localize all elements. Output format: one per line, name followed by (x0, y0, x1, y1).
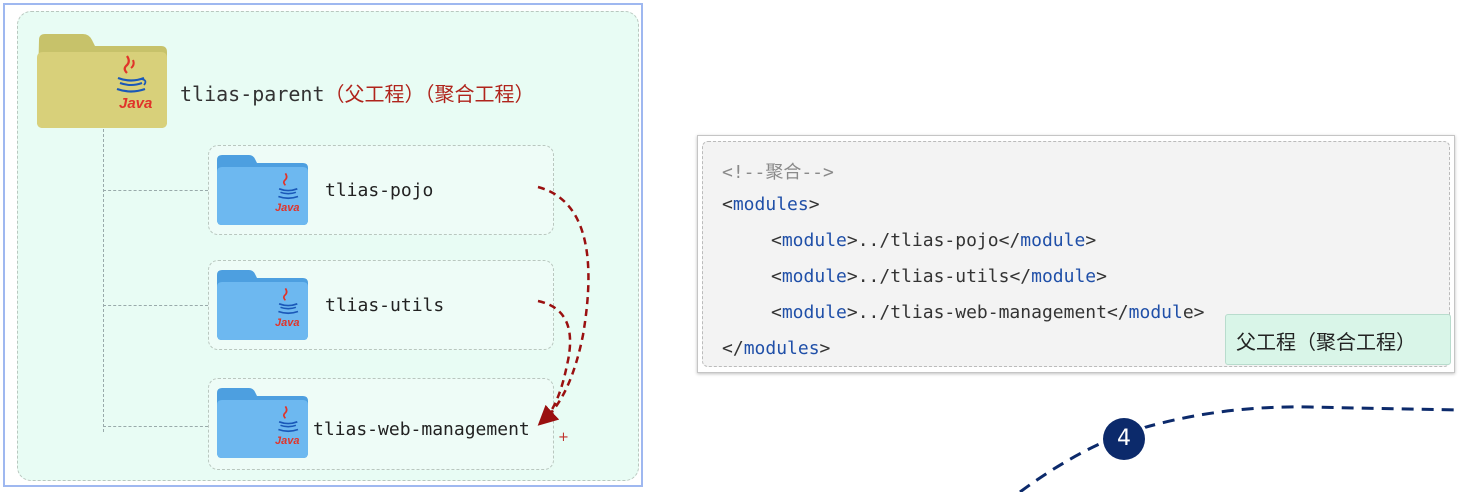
java-folder-icon-blue: Java (217, 270, 308, 340)
parent-module-name: tlias-parent (180, 82, 325, 106)
module-tree-panel: Java tlias-parent（父工程）（聚合工程） Java (3, 3, 643, 487)
parent-module-label: tlias-parent（父工程）（聚合工程） (180, 78, 535, 107)
code-line-module-pojo: <module>../tlias-pojo</module> (771, 230, 1097, 251)
java-icon-label: Java (275, 202, 299, 214)
module-name-utils: tlias-utils (325, 295, 445, 316)
code-line-module-web: <module>../tlias-web-management</module> (771, 302, 1205, 323)
module-name-pojo: tlias-pojo (325, 180, 434, 201)
java-icon-label: Java (275, 435, 299, 447)
java-icon-label: Java (275, 317, 299, 329)
tree-connector-utils (103, 305, 208, 306)
java-folder-icon-blue: Java (217, 388, 308, 458)
module-name-web-management: tlias-web-management (313, 419, 530, 440)
tree-connector-web (103, 426, 208, 427)
java-folder-icon-blue: Java (217, 155, 308, 225)
java-icon-label: Java (119, 95, 152, 112)
module-item-pojo: Java tlias-pojo (208, 145, 554, 235)
module-item-utils: Java tlias-utils (208, 260, 554, 350)
java-folder-icon: Java (37, 34, 167, 128)
code-line-module-utils: <module>../tlias-utils</module> (771, 266, 1107, 287)
tree-connector-pojo (103, 190, 208, 191)
code-line-comment: <!--聚合--> (722, 162, 834, 183)
pom-code-panel: <!--聚合--> <modules> <module>../tlias-poj… (697, 135, 1455, 373)
code-block: <!--聚合--> <modules> <module>../tlias-poj… (702, 141, 1451, 367)
module-tree-container: Java tlias-parent（父工程）（聚合工程） Java (17, 11, 639, 481)
step-number-badge: 4 (1103, 418, 1145, 460)
step-path (1019, 405, 1461, 492)
code-line-modules-open: <modules> (722, 194, 820, 215)
parent-module-tag: （父工程）（聚合工程） (324, 82, 535, 106)
aggregation-badge: 父工程（聚合工程） (1225, 314, 1451, 365)
module-item-web-management: Java tlias-web-management (208, 378, 554, 470)
tree-connector-vertical (103, 129, 104, 432)
code-line-modules-close: </modules> (722, 338, 831, 359)
